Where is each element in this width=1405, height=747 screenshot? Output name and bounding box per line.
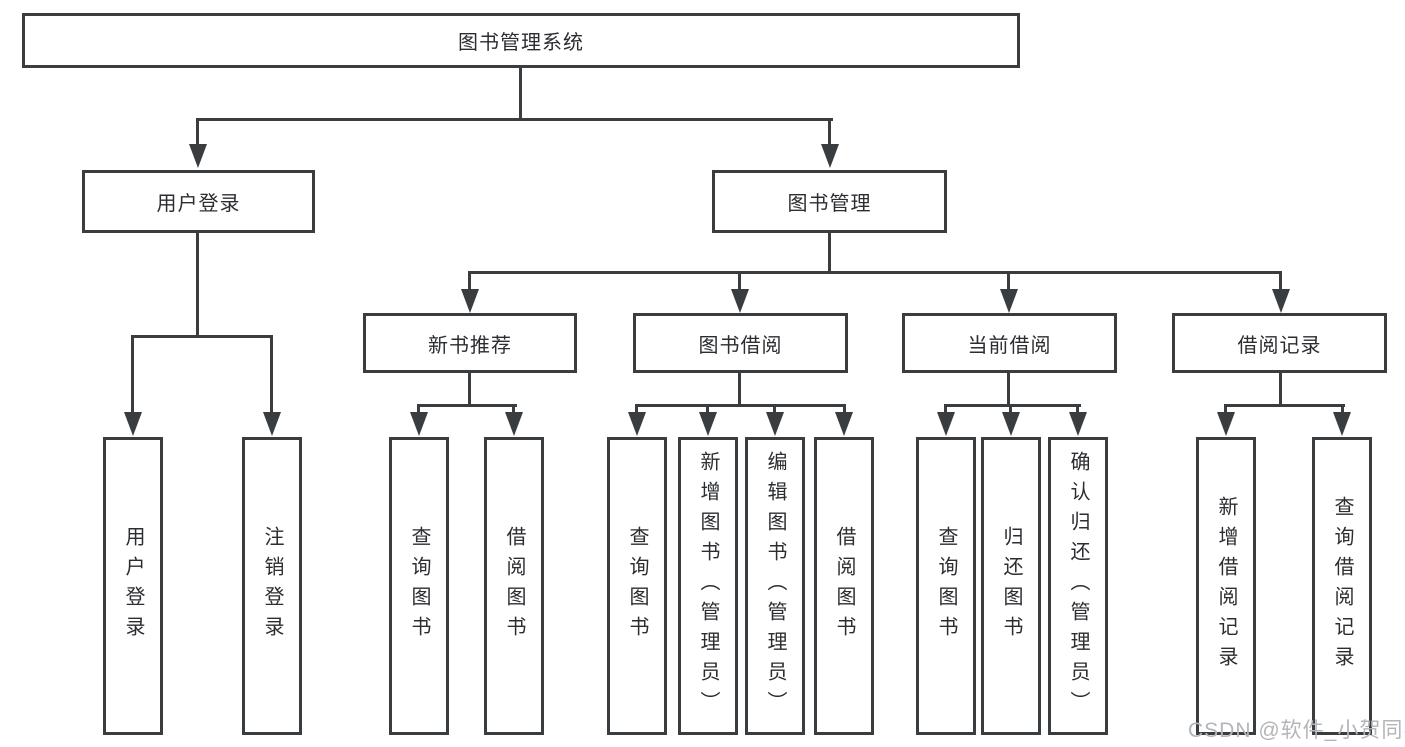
arrow-to-nr-query xyxy=(410,412,428,436)
connector-curborrow-stub xyxy=(1007,373,1010,407)
arrow-to-br-add xyxy=(1217,412,1235,436)
arrow-to-bb-add xyxy=(699,412,717,436)
arrow-to-brecord xyxy=(1272,289,1290,313)
arrow-to-nr-borrow xyxy=(505,412,523,436)
connector-brecord-stub xyxy=(1279,373,1282,407)
leaf-current-query-books: 查询图书 xyxy=(916,437,976,735)
node-new-book-recommend: 新书推荐 xyxy=(363,313,577,373)
connector-newrec-hline xyxy=(417,404,517,407)
connector-root-hline xyxy=(197,118,833,121)
connector-bookmgmt-hline xyxy=(468,271,1282,274)
connector-to-cb-query xyxy=(944,404,947,417)
connector-to-bookborrow xyxy=(738,271,741,292)
leaf-user-login: 用户登录 xyxy=(103,437,163,735)
connector-userlogin-hline xyxy=(131,335,273,338)
arrow-to-ul-logout xyxy=(263,412,281,436)
node-book-management: 图书管理 xyxy=(712,170,947,233)
connector-bookborrow-stub xyxy=(738,373,741,407)
connector-curborrow-hline xyxy=(944,404,1081,407)
connector-to-cb-confirm xyxy=(1076,404,1079,417)
arrow-to-newrec xyxy=(461,289,479,313)
leaf-recommend-query-books: 查询图书 xyxy=(389,437,449,735)
arrow-to-ul-login xyxy=(124,412,142,436)
leaf-recommend-borrow-books: 借阅图书 xyxy=(484,437,544,735)
leaf-logout: 注销登录 xyxy=(242,437,302,735)
arrow-to-bookborrow xyxy=(731,289,749,313)
arrow-to-br-query xyxy=(1333,412,1351,436)
node-current-borrowing: 当前借阅 xyxy=(902,313,1117,373)
arrow-to-bb-edit xyxy=(766,412,784,436)
arrow-to-cb-query xyxy=(937,412,955,436)
connector-newrec-stub xyxy=(468,373,471,407)
arrow-to-bb-query xyxy=(628,412,646,436)
connector-to-newrec xyxy=(468,271,471,292)
connector-brecord-hline xyxy=(1224,404,1345,407)
connector-to-ul-logout xyxy=(270,335,273,417)
connector-to-cb-return xyxy=(1009,404,1012,417)
arrow-to-cb-confirm xyxy=(1069,412,1087,436)
leaf-borrow-books: 借阅图书 xyxy=(814,437,874,735)
connector-to-brecord xyxy=(1279,271,1282,292)
connector-bookmgmt-stub xyxy=(828,233,831,274)
node-book-borrowing: 图书借阅 xyxy=(633,313,848,373)
connector-to-br-query xyxy=(1341,404,1344,417)
leaf-return-books: 归还图书 xyxy=(981,437,1041,735)
connector-to-bb-query xyxy=(635,404,638,417)
connector-to-bb-add xyxy=(706,404,709,417)
leaf-add-borrow-record: 新增借阅记录 xyxy=(1196,437,1256,735)
connector-root-stub xyxy=(519,68,522,120)
connector-to-bb-borrow xyxy=(843,404,846,417)
connector-to-bb-edit xyxy=(773,404,776,417)
leaf-borrow-query-books: 查询图书 xyxy=(607,437,667,735)
arrow-to-curborrow xyxy=(1000,289,1018,313)
node-borrow-records: 借阅记录 xyxy=(1172,313,1387,373)
leaf-query-borrow-record: 查询借阅记录 xyxy=(1312,437,1372,735)
csdn-watermark: CSDN @软件_小贺同学 xyxy=(1188,719,1405,742)
connector-to-nr-borrow xyxy=(512,404,515,417)
connector-to-nr-query xyxy=(417,404,420,417)
arrow-to-bb-borrow xyxy=(835,412,853,436)
connector-to-br-add xyxy=(1224,404,1227,417)
connector-bookborrow-hline xyxy=(635,404,846,407)
node-user-login: 用户登录 xyxy=(82,170,315,233)
arrow-to-book-mgmt xyxy=(821,144,839,168)
arrow-to-user-login xyxy=(189,144,207,168)
connector-to-book-mgmt xyxy=(828,118,831,150)
connector-to-curborrow xyxy=(1007,271,1010,292)
leaf-add-books-admin: 新增图书（管理员） xyxy=(678,437,738,735)
connector-to-user-login xyxy=(196,118,199,150)
leaf-edit-books-admin: 编辑图书（管理员） xyxy=(745,437,805,735)
arrow-to-cb-return xyxy=(1002,412,1020,436)
connector-userlogin-stub xyxy=(196,233,199,337)
connector-to-ul-login xyxy=(131,335,134,417)
leaf-confirm-return-admin: 确认归还（管理员） xyxy=(1048,437,1108,735)
node-root-title: 图书管理系统 xyxy=(22,13,1020,68)
